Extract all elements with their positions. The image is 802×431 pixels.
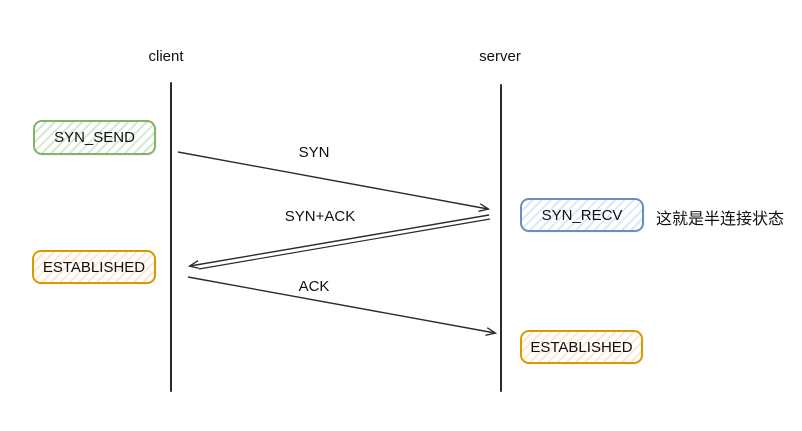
syn-arrow [177,151,488,209]
state-box-established-server: ESTABLISHED [520,330,643,364]
state-label-established-client: ESTABLISHED [42,258,146,276]
syn-ack-message-label: SYN+ACK [281,208,359,225]
state-box-syn-recv: SYN_RECV [520,198,644,232]
ack-message-label: ACK [295,278,333,295]
state-box-established-client: ESTABLISHED [32,250,156,284]
server-lifeline [500,84,502,392]
state-label-syn-send: SYN_SEND [54,129,135,146]
state-label-established-server: ESTABLISHED [530,338,633,356]
state-box-syn-send: SYN_SEND [33,120,156,155]
syn-ack-arrow [190,214,490,266]
ack-arrow [187,276,495,333]
state-label-syn-recv: SYN_RECV [541,206,623,224]
actor-label-client: client [148,48,184,65]
client-lifeline [170,82,172,392]
actor-label-server: server [479,48,521,65]
syn-message-label: SYN [295,144,333,161]
half-connection-annotation: 这就是半连接状态 [656,211,785,228]
syn-ack-arrow-sketch-stroke [198,218,491,270]
